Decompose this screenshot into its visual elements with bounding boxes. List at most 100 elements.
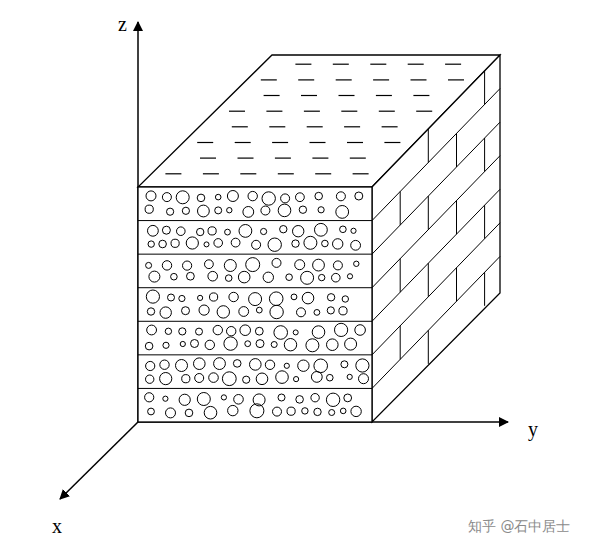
clay-dash	[353, 173, 369, 174]
pebble	[292, 240, 299, 247]
pebble	[269, 292, 283, 306]
pebble	[180, 341, 185, 346]
pebble	[314, 408, 321, 415]
pebble	[344, 394, 352, 402]
pebble	[299, 206, 306, 213]
pebble	[272, 258, 281, 267]
pebble	[296, 193, 305, 202]
clay-dash	[336, 79, 352, 80]
pebble	[347, 374, 352, 379]
pebble	[163, 396, 168, 401]
pebble	[145, 205, 153, 213]
pebble	[209, 373, 219, 383]
pebble	[217, 306, 229, 318]
clay-dash	[339, 95, 355, 96]
gravel-circle-pattern	[145, 191, 369, 420]
brick-course	[372, 156, 500, 288]
pebble	[312, 326, 325, 339]
pebble	[166, 408, 176, 418]
brick-joint	[484, 138, 485, 172]
clay-dash	[200, 158, 216, 159]
pebble	[355, 192, 363, 200]
pebble	[163, 342, 169, 348]
pebble	[315, 223, 328, 236]
pebble	[263, 272, 273, 282]
brick-joint	[456, 134, 457, 168]
pebble	[168, 294, 175, 301]
pebble	[359, 374, 369, 384]
pebble	[293, 330, 298, 335]
pebble	[326, 393, 339, 406]
pebble	[296, 396, 304, 404]
clay-dash	[341, 111, 357, 112]
pebble	[176, 191, 189, 204]
pebble	[145, 393, 154, 402]
clay-dash	[307, 126, 323, 127]
pebble	[179, 394, 190, 405]
pebble	[233, 360, 241, 368]
brick-course	[372, 256, 500, 388]
pebble	[261, 206, 270, 215]
brick-joint	[456, 268, 457, 302]
pebble	[248, 191, 257, 200]
pebble	[262, 192, 275, 205]
pebble	[340, 226, 347, 233]
pebble	[304, 236, 317, 249]
pebble	[185, 409, 193, 417]
pebble	[146, 262, 152, 268]
pebble	[215, 194, 221, 200]
pebble	[239, 225, 252, 238]
pebble	[327, 294, 334, 301]
clay-dash	[373, 79, 389, 80]
clay-dash	[376, 95, 392, 96]
pebble	[249, 293, 262, 306]
pebble	[199, 305, 209, 315]
pebble	[261, 228, 267, 234]
pebble	[340, 408, 346, 414]
pebble	[270, 305, 283, 318]
brick-joint	[484, 71, 485, 105]
pebble	[146, 361, 155, 370]
pebble	[225, 229, 231, 235]
pebble	[227, 191, 238, 202]
pebble	[280, 226, 287, 233]
pebble	[238, 271, 250, 283]
pebble	[214, 358, 226, 370]
pebble	[341, 361, 348, 368]
pebble	[333, 239, 343, 249]
layer-line	[138, 287, 372, 288]
pebble	[314, 310, 320, 316]
clay-dash	[235, 142, 251, 143]
layer-line	[138, 254, 372, 255]
pebble	[311, 394, 319, 402]
clay-dash	[384, 142, 400, 143]
pebble	[243, 376, 250, 383]
pebble	[210, 293, 218, 301]
pebble	[165, 328, 171, 334]
pebble	[273, 407, 282, 416]
pebble	[319, 274, 325, 280]
pebble	[250, 359, 262, 371]
pebble	[252, 240, 261, 249]
brick-course	[372, 223, 500, 355]
pebble	[295, 260, 305, 270]
pebble	[306, 339, 319, 352]
pebble	[224, 337, 237, 350]
pebble	[311, 372, 322, 383]
pebble	[265, 360, 274, 369]
pebble	[208, 271, 218, 281]
clay-dash	[264, 95, 280, 96]
pebble	[171, 239, 179, 247]
pebble	[274, 326, 288, 340]
pebble	[256, 307, 262, 313]
pebble	[351, 228, 356, 233]
clay-dash	[448, 79, 464, 80]
pebble	[148, 241, 154, 247]
brick-joint	[428, 196, 429, 230]
pebble	[314, 359, 328, 373]
pebble	[194, 358, 206, 370]
pebble	[205, 260, 214, 269]
clay-dash	[229, 111, 245, 112]
clay-dash	[298, 79, 314, 80]
